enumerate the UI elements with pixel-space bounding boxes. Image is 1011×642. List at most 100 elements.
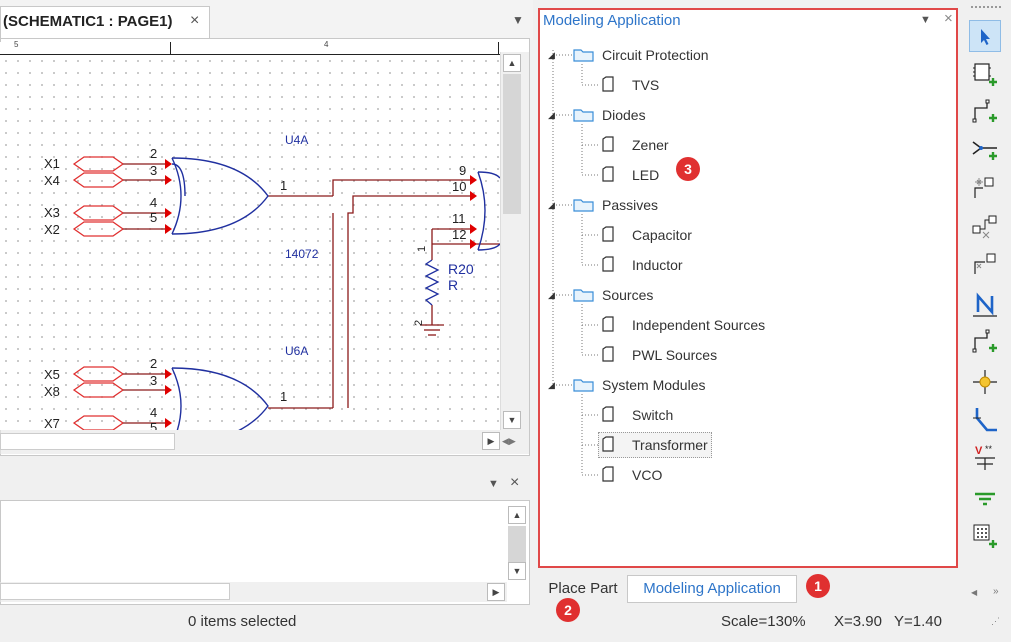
label-x8: X8 xyxy=(44,384,60,399)
scroll-up-icon[interactable]: ▲ xyxy=(508,506,526,524)
panel-menu-icon[interactable]: ▼ xyxy=(920,14,931,26)
folder-open-icon xyxy=(573,289,594,302)
no-connect-icon[interactable] xyxy=(969,288,1001,320)
document-icon xyxy=(602,136,614,152)
scroll-thumb[interactable] xyxy=(503,74,521,214)
document-icon xyxy=(602,436,614,452)
annotation-badge-1: 1 xyxy=(806,574,830,598)
tree-folder-circuit-protection[interactable]: Circuit Protection xyxy=(602,47,709,63)
h-scroll-thumb[interactable] xyxy=(0,583,230,600)
ruler-mark: 4 xyxy=(324,40,329,49)
scroll-down-icon[interactable]: ▼ xyxy=(508,562,526,580)
tree-item-led[interactable]: LED xyxy=(632,167,660,183)
ruler-tick xyxy=(170,42,171,54)
port-x3 xyxy=(72,205,125,221)
schematic-canvas[interactable]: X1 X4 X3 X2 X5 X8 X7 2 3 4 5 1 9 10 11 1… xyxy=(0,55,500,430)
document-icon xyxy=(602,166,614,182)
place-junction-icon[interactable] xyxy=(969,366,1001,398)
collapse-arrow-icon[interactable]: ◢ xyxy=(548,50,555,60)
scroll-right-icon[interactable]: ▶ xyxy=(482,432,500,450)
place-port-icon[interactable] xyxy=(969,210,1001,242)
tree-item-zener[interactable]: Zener xyxy=(632,137,669,153)
place-grid-icon[interactable] xyxy=(969,520,1001,552)
collapse-arrow-icon[interactable]: ◢ xyxy=(548,110,555,120)
resistor-r20 xyxy=(424,259,440,306)
pin-label: 5 xyxy=(150,210,157,225)
place-wire-icon[interactable] xyxy=(969,96,1001,128)
tree-folder-sources[interactable]: Sources xyxy=(602,287,654,303)
place-net-alias-icon[interactable] xyxy=(969,172,1001,204)
document-icon xyxy=(602,316,614,332)
pin-label: 2 xyxy=(150,146,157,161)
pin-label: 2 xyxy=(413,320,425,326)
close-tab-icon[interactable]: × xyxy=(190,12,200,29)
label-x2: X2 xyxy=(44,222,60,237)
resistor-ref: R20 xyxy=(448,261,474,277)
status-scale: Scale=130% xyxy=(721,613,806,630)
tree-item-inductor[interactable]: Inductor xyxy=(632,257,683,273)
pane-menu-icon[interactable]: ▼ xyxy=(488,478,499,490)
document-icon xyxy=(602,466,614,482)
resize-grip-icon[interactable]: ⋰ xyxy=(991,616,1000,626)
tree-item-tvs[interactable]: TVS xyxy=(632,77,660,93)
tab-schematic-page[interactable]: (SCHEMATIC1 : PAGE1) xyxy=(0,6,210,38)
tab-place-part[interactable]: Place Part xyxy=(539,575,627,603)
pin-arrows xyxy=(165,159,477,428)
port-x8 xyxy=(72,382,125,398)
collapse-arrow-icon[interactable]: ◢ xyxy=(548,200,555,210)
scroll-down-icon[interactable]: ▼ xyxy=(503,411,521,429)
select-arrow-icon[interactable] xyxy=(969,20,1001,52)
place-off-page-icon[interactable] xyxy=(969,248,1001,280)
wires-upper xyxy=(123,163,500,424)
place-bus-entry-icon[interactable] xyxy=(969,404,1001,436)
scroll-up-icon[interactable]: ▲ xyxy=(503,54,521,72)
port-x1 xyxy=(72,156,125,172)
place-bus-icon[interactable] xyxy=(969,134,1001,166)
tree-lines xyxy=(552,50,600,476)
collapse-arrow-icon[interactable]: ◢ xyxy=(548,380,555,390)
tree-folder-system-modules[interactable]: System Modules xyxy=(602,377,706,393)
scroll-thumb[interactable] xyxy=(508,526,526,562)
place-power-icon[interactable]: V** xyxy=(969,442,1001,474)
tree-folder-passives[interactable]: Passives xyxy=(602,197,659,213)
part-ref-u6a: U6A xyxy=(285,344,308,358)
tree-item-vco[interactable]: VCO xyxy=(632,467,663,483)
scroll-right-icon[interactable]: ▶ xyxy=(487,583,505,601)
tree-item-independent-sources[interactable]: Independent Sources xyxy=(632,317,766,333)
collapse-arrow-icon[interactable]: ◢ xyxy=(548,290,555,300)
tab-modeling-application[interactable]: Modeling Application xyxy=(627,575,797,603)
status-x-coordinate: X=3.90 xyxy=(834,613,882,630)
svg-text:**: ** xyxy=(985,444,993,454)
tree-item-capacitor[interactable]: Capacitor xyxy=(632,227,692,243)
part-number: 14072 xyxy=(285,247,319,261)
document-icon xyxy=(602,76,614,92)
tree-item-pwl-sources[interactable]: PWL Sources xyxy=(632,347,718,363)
tab-menu-icon[interactable]: ▼ xyxy=(512,13,524,27)
drawing-toolbar: V** ◀ » ⋰ xyxy=(963,0,1011,642)
document-icon xyxy=(602,256,614,272)
toolbar-overflow-icon[interactable]: » xyxy=(993,586,999,597)
status-y-coordinate: Y=1.40 xyxy=(894,613,942,630)
schematic-drawing: X1 X4 X3 X2 X5 X8 X7 2 3 4 5 1 9 10 11 1… xyxy=(44,133,500,430)
pin-label: 1 xyxy=(280,389,287,404)
output-pane-header xyxy=(0,470,530,500)
pin-label: 12 xyxy=(452,227,466,242)
tree-folder-diodes[interactable]: Diodes xyxy=(602,107,646,123)
tree-item-transformer[interactable]: Transformer xyxy=(632,437,708,453)
place-part-icon[interactable] xyxy=(969,58,1001,90)
input-ports-upper xyxy=(72,156,125,237)
place-ground-icon[interactable] xyxy=(969,482,1001,514)
scroll-split-icon[interactable]: ◀▶ xyxy=(502,436,516,446)
pane-close-icon[interactable]: × xyxy=(510,474,520,491)
pin-label: 1 xyxy=(280,178,287,193)
panel-close-icon[interactable]: × xyxy=(944,10,953,27)
h-scroll-thumb[interactable] xyxy=(0,433,175,450)
tree-item-switch[interactable]: Switch xyxy=(632,407,674,423)
toolbar-grip[interactable] xyxy=(971,6,1001,10)
folder-open-icon xyxy=(573,379,594,392)
panel-title: Modeling Application xyxy=(543,12,681,29)
pin-label: 4 xyxy=(150,195,157,210)
place-wire-2-icon[interactable] xyxy=(969,326,1001,358)
or-gate-u6a xyxy=(171,367,269,430)
toolbar-scroll-left-icon[interactable]: ◀ xyxy=(971,588,978,597)
